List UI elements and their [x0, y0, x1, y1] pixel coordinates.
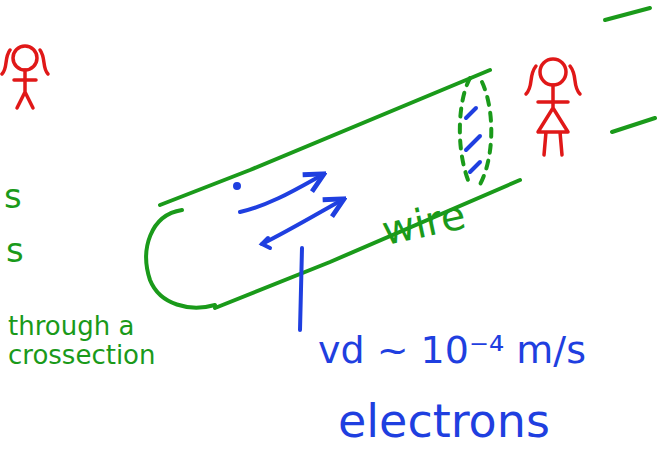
drift-velocity: vd ~ 10⁻⁴ m/s [318, 330, 586, 372]
word-fragment: s [6, 232, 24, 269]
note: through a crossection [8, 312, 198, 369]
electron-arrows [235, 108, 480, 330]
word-fragment: s [4, 178, 22, 215]
stick-figure [2, 46, 48, 108]
electrons-label: electrons [338, 396, 550, 447]
wire-cylinder [146, 8, 655, 308]
wire-label: wire [378, 193, 469, 254]
stick-figure [526, 59, 580, 155]
